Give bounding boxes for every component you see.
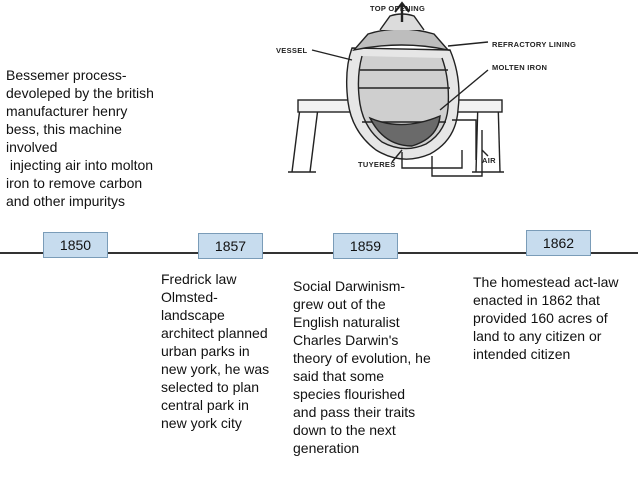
label-refractory-lining: REFRACTORY LINING: [492, 40, 576, 49]
label-air: AIR: [482, 156, 496, 165]
label-top-opening: TOP OPENING: [370, 4, 425, 13]
year-box-1857: 1857: [198, 233, 263, 259]
year-box-1859: 1859: [333, 233, 398, 259]
event-description-1857: Fredrick law Olmsted- landscape architec…: [161, 271, 270, 431]
label-tuyeres: TUYERES: [358, 160, 396, 169]
event-description-1862: The homestead act-law enacted in 1862 th…: [473, 274, 619, 362]
timeline-line: [0, 252, 638, 254]
bessemer-converter-diagram: TOP OPENING VESSEL REFRACTORY LINING MOL…: [276, 1, 576, 177]
label-vessel: VESSEL: [276, 46, 308, 55]
event-description-1859: Social Darwinism- grew out of the Englis…: [293, 278, 431, 456]
year-box-1850: 1850: [43, 232, 108, 258]
year-box-1862: 1862: [526, 230, 591, 256]
label-molten-iron: MOLTEN IRON: [492, 63, 547, 72]
bessemer-process-note: Bessemer process- devoleped by the briti…: [6, 67, 154, 209]
